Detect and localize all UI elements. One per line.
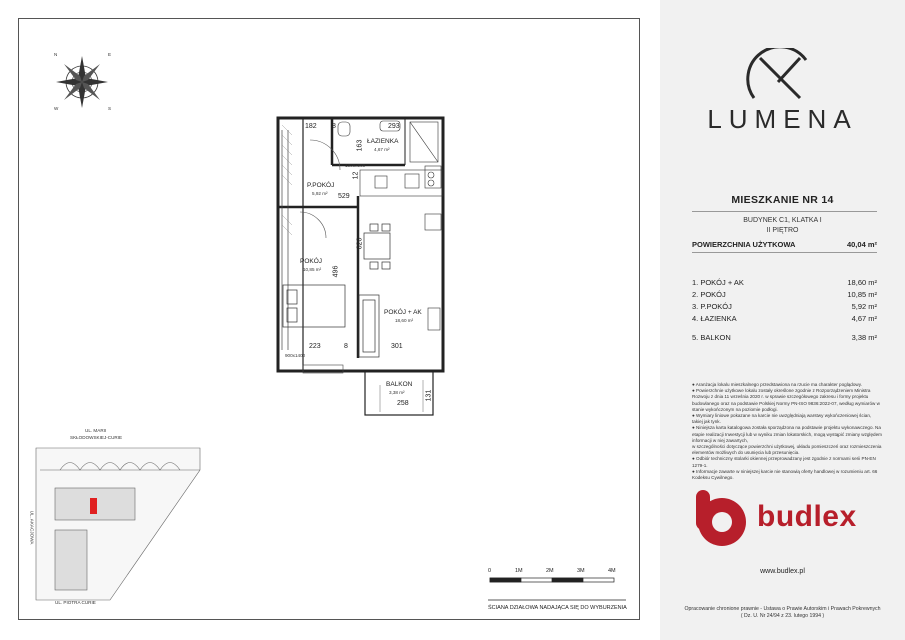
site-map: [35, 447, 201, 601]
room-pokoj-ak-area: 18,60 m²: [395, 318, 414, 323]
usable-area-label: POWIERZCHNIA UŻYTKOWA: [692, 240, 796, 249]
balcony-row: 5. BALKON 3,38 m²: [692, 333, 877, 342]
room-row: 3. P.POKÓJ 5,92 m²: [692, 302, 877, 311]
divider: [692, 252, 877, 253]
room-row: 4. ŁAZIENKA 4,67 m²: [692, 314, 877, 323]
window-left: [281, 130, 289, 350]
divider: [692, 211, 877, 212]
bathroom-fixtures: [337, 120, 442, 189]
map-street-3: UL. PIOTRA CURIE: [55, 600, 96, 605]
kitchen-counter: [359, 169, 444, 231]
room-balkon-area: 3,38 m²: [389, 390, 405, 395]
room-pokoj-area: 10,85 m²: [303, 267, 322, 272]
developer-website[interactable]: www.budlex.pl: [760, 568, 805, 575]
scale-label-3: 3M: [577, 568, 585, 574]
usable-area-value: 40,04 m²: [846, 240, 877, 249]
dim-626: 626: [356, 237, 364, 250]
floor-plan-drawing: [35, 56, 626, 601]
dim-8b: 8: [344, 343, 348, 350]
disclaimer-notes: ● Aranżacja lokalu mieszkalnego przedsta…: [692, 382, 882, 481]
map-street-2: UL. AKACJOWA: [29, 510, 35, 545]
dim-131: 131: [425, 389, 433, 402]
lumena-logo-icon: [746, 48, 808, 100]
room-row: 2. POKÓJ 10,85 m²: [692, 290, 877, 299]
compass-east-label: E: [108, 52, 112, 57]
bed: [282, 284, 346, 328]
dim-182: 182: [305, 123, 317, 130]
apartment-location-marker: [90, 498, 97, 514]
drawing-frame: [18, 18, 640, 620]
dim-223: 223: [309, 343, 321, 350]
scale-label-1: 1M: [515, 568, 523, 574]
compass-south-label: S: [108, 106, 112, 111]
usable-area-row: POWIERZCHNIA UŻYTKOWA 40,04 m²: [692, 240, 877, 249]
room-lazienka-area: 4,67 m²: [374, 147, 390, 152]
room-pokoj-label: POKÓJ: [300, 258, 323, 265]
room-ppokoj-label: P.POKÓJ: [307, 182, 335, 189]
scale-bar: [489, 577, 615, 583]
developer-name: budlex: [757, 500, 857, 533]
dim-8a: 8: [332, 123, 336, 130]
room-pokoj-ak-label: POKÓJ + AK: [384, 309, 422, 316]
apartment-building: BUDYNEK C1, KLATKA I: [743, 217, 822, 224]
note-door-1300x900: 1300x900: [345, 163, 366, 168]
scale-label-4: 4M: [608, 568, 616, 574]
room-ppokoj-area: 5,92 m²: [312, 191, 328, 196]
scale-label-0: 0: [488, 568, 492, 574]
budlex-logo-icon: [696, 490, 746, 546]
dim-12: 12: [352, 171, 360, 180]
dim-301: 301: [391, 343, 403, 350]
apartment-walls: [276, 116, 445, 416]
note-window-900x1400: 900x1400: [285, 353, 306, 358]
brand-name: LUMENA: [707, 104, 858, 134]
compass-icon: [56, 56, 108, 108]
room-balkon-label: BALKON: [386, 381, 413, 388]
dim-529: 529: [338, 193, 350, 200]
info-panel: [660, 0, 905, 640]
scale-label-2: 2M: [546, 568, 554, 574]
map-street-1b: SKŁODOWSKIEJ-CURIE: [70, 435, 123, 440]
dining-table: [363, 223, 391, 270]
dim-163: 163: [356, 139, 364, 152]
room-lazienka-label: ŁAZIENKA: [367, 138, 399, 145]
dim-496: 496: [332, 265, 340, 278]
compass-north-label: N: [54, 52, 58, 57]
map-street-1: UL. MARII: [85, 428, 107, 433]
copyright-note: Opracowanie chronione prawnie - Ustawa o…: [684, 606, 881, 619]
dim-293: 293: [388, 123, 400, 130]
apartment-floor: II PIĘTRO: [766, 227, 799, 234]
wall-note: ŚCIANA DZIAŁOWA NADAJĄCA SIĘ DO WYBURZEN…: [488, 605, 627, 611]
room-row: 1. POKÓJ + AK 18,60 m²: [692, 278, 877, 287]
apartment-title: MIESZKANIE NR 14: [731, 194, 834, 206]
dim-258: 258: [397, 400, 409, 407]
sofa: [358, 294, 380, 358]
compass-west-label: W: [54, 106, 59, 111]
